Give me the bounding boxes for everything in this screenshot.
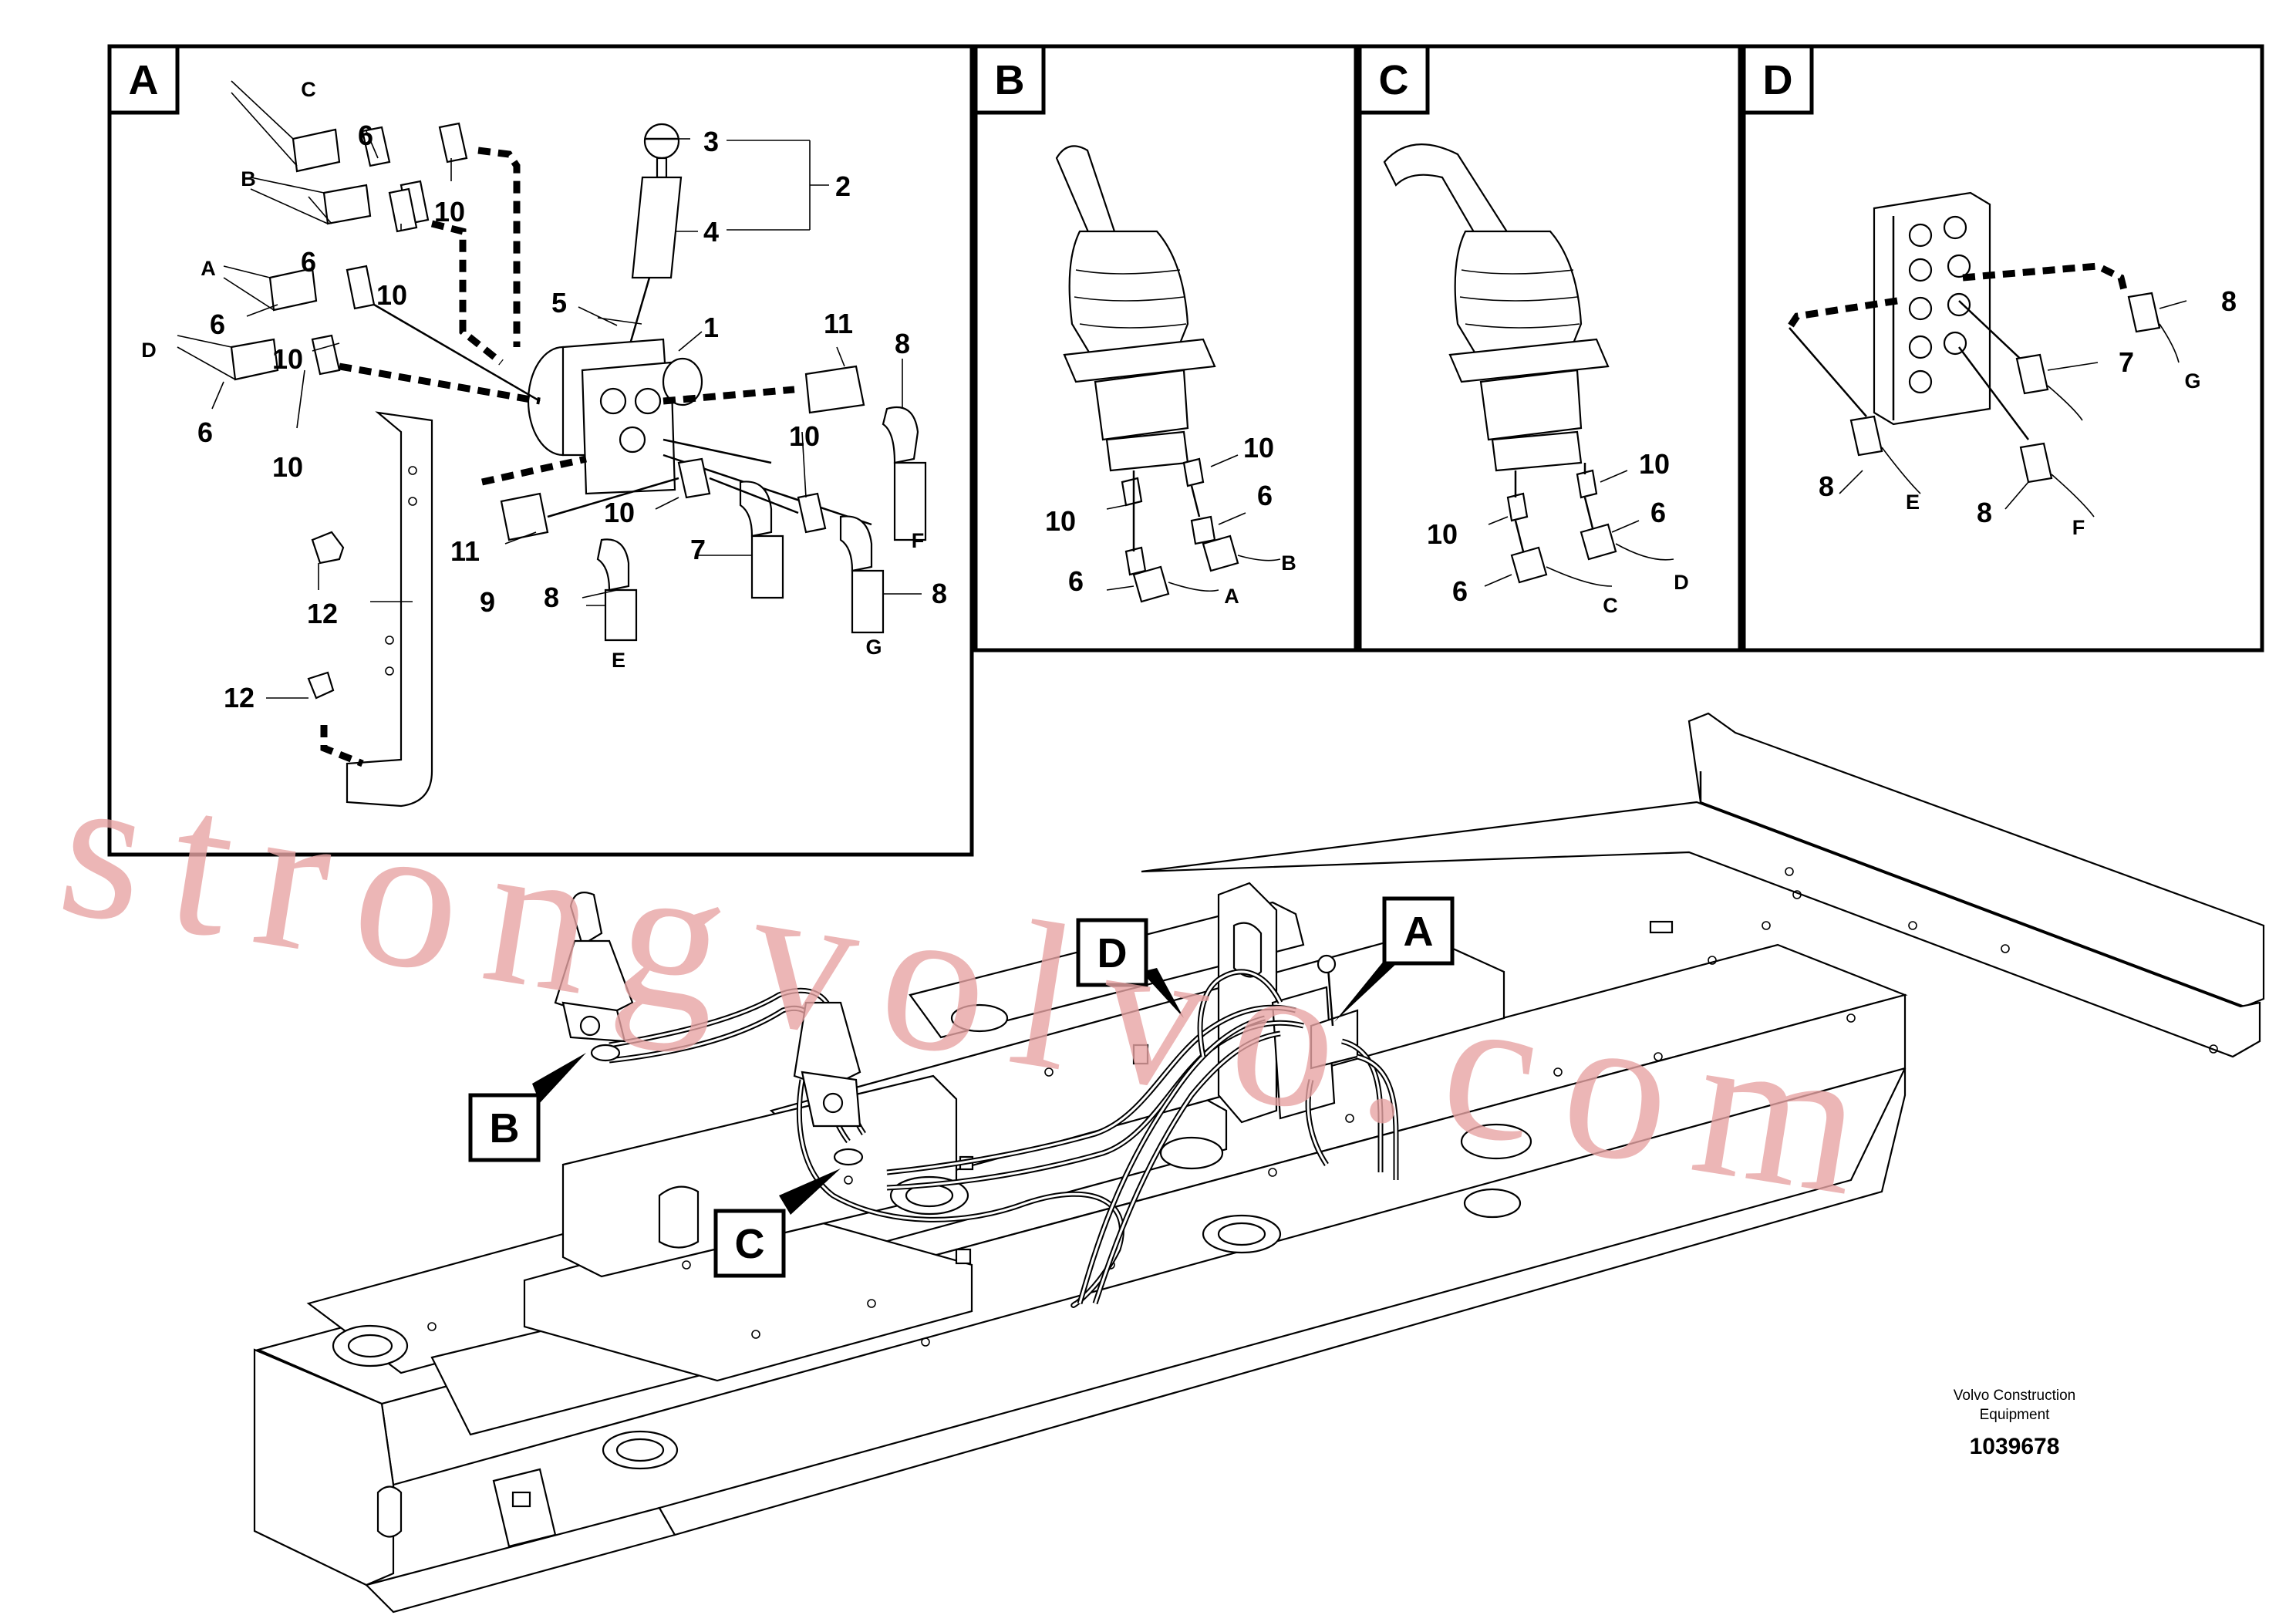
label-6: 6 (1068, 565, 1084, 597)
label-10: 10 (272, 343, 303, 375)
label-8: 8 (932, 578, 947, 609)
joystick-right-installed (793, 1001, 864, 1166)
label-6: 6 (358, 120, 373, 151)
label-5: 5 (551, 287, 567, 319)
caption-line2: Equipment (1980, 1407, 2051, 1423)
hose-label-f: F (912, 529, 925, 552)
hose-label-a: A (1224, 585, 1239, 608)
panel-tag-b: B (995, 57, 1025, 103)
hose-label-c: C (301, 78, 316, 101)
label-8: 8 (1819, 470, 1834, 502)
label-12: 12 (307, 598, 338, 629)
callout-d: D (1097, 930, 1128, 976)
hose-letter-labels: C B A D F E G B A D C G E F (141, 78, 2200, 672)
hose-label-d: D (141, 339, 157, 362)
label-12: 12 (224, 682, 255, 713)
label-6: 6 (301, 246, 316, 278)
caption-line1: Volvo Construction (1954, 1388, 2075, 1404)
pilot-valve-block (1217, 882, 1359, 1124)
label-2: 2 (835, 170, 851, 202)
label-10: 10 (272, 451, 303, 483)
panel-tag-a: A (129, 57, 159, 103)
hose-bundle (609, 969, 1399, 1308)
panel-tag-c: C (1379, 57, 1409, 103)
callout-c: C (735, 1221, 765, 1267)
panel-tag-d: D (1763, 57, 1793, 103)
label-10: 10 (1427, 518, 1458, 550)
label-10: 10 (434, 196, 465, 228)
label-6: 6 (1257, 480, 1273, 511)
hose-label-b: B (241, 167, 256, 191)
hose-label-d: D (1674, 571, 1689, 594)
label-4: 4 (703, 216, 719, 248)
label-6: 6 (210, 309, 225, 340)
hose-label-f: F (2072, 516, 2085, 539)
label-1: 1 (703, 312, 719, 343)
panel-d (1741, 44, 2264, 653)
label-7: 7 (2119, 346, 2134, 378)
callout-a: A (1404, 909, 1434, 955)
label-11: 11 (450, 535, 480, 567)
label-8: 8 (1977, 497, 1992, 528)
assembly-callouts: B C D A (468, 896, 1455, 1278)
label-7: 7 (690, 534, 706, 565)
label-9: 9 (480, 586, 495, 618)
hose-label-c: C (1603, 594, 1618, 617)
joystick-left-installed (554, 892, 634, 1062)
panel-tags: A B C D (107, 44, 1814, 115)
hose-label-g: G (865, 636, 882, 659)
label-11: 11 (824, 308, 853, 339)
panel-a (107, 44, 974, 857)
label-10: 10 (376, 279, 407, 311)
label-10: 10 (789, 420, 820, 452)
hose-label-b: B (1281, 551, 1296, 575)
label-10: 10 (1243, 432, 1274, 464)
label-8: 8 (2221, 285, 2237, 317)
drawing-number: 1039678 (1970, 1434, 2060, 1459)
hose-label-g: G (2184, 369, 2200, 393)
label-10: 10 (1045, 505, 1076, 537)
drawing-caption: Volvo Construction Equipment 1039678 (1954, 1388, 2075, 1459)
label-6: 6 (1650, 497, 1666, 528)
hose-label-a: A (201, 257, 216, 280)
label-6: 6 (1452, 575, 1468, 607)
label-8: 8 (544, 582, 559, 613)
hose-label-e: E (612, 649, 625, 672)
panel-b (973, 44, 1358, 653)
label-6: 6 (197, 416, 213, 448)
part-labels: 6 10 6 10 6 10 6 10 3 2 4 5 1 11 8 10 10… (197, 120, 2237, 713)
label-10: 10 (604, 497, 635, 528)
label-3: 3 (703, 126, 719, 157)
label-10: 10 (1639, 448, 1670, 480)
hose-label-e: E (1906, 491, 1920, 514)
callout-b: B (490, 1105, 520, 1152)
label-8: 8 (895, 328, 910, 359)
panel-c (1357, 44, 1742, 653)
